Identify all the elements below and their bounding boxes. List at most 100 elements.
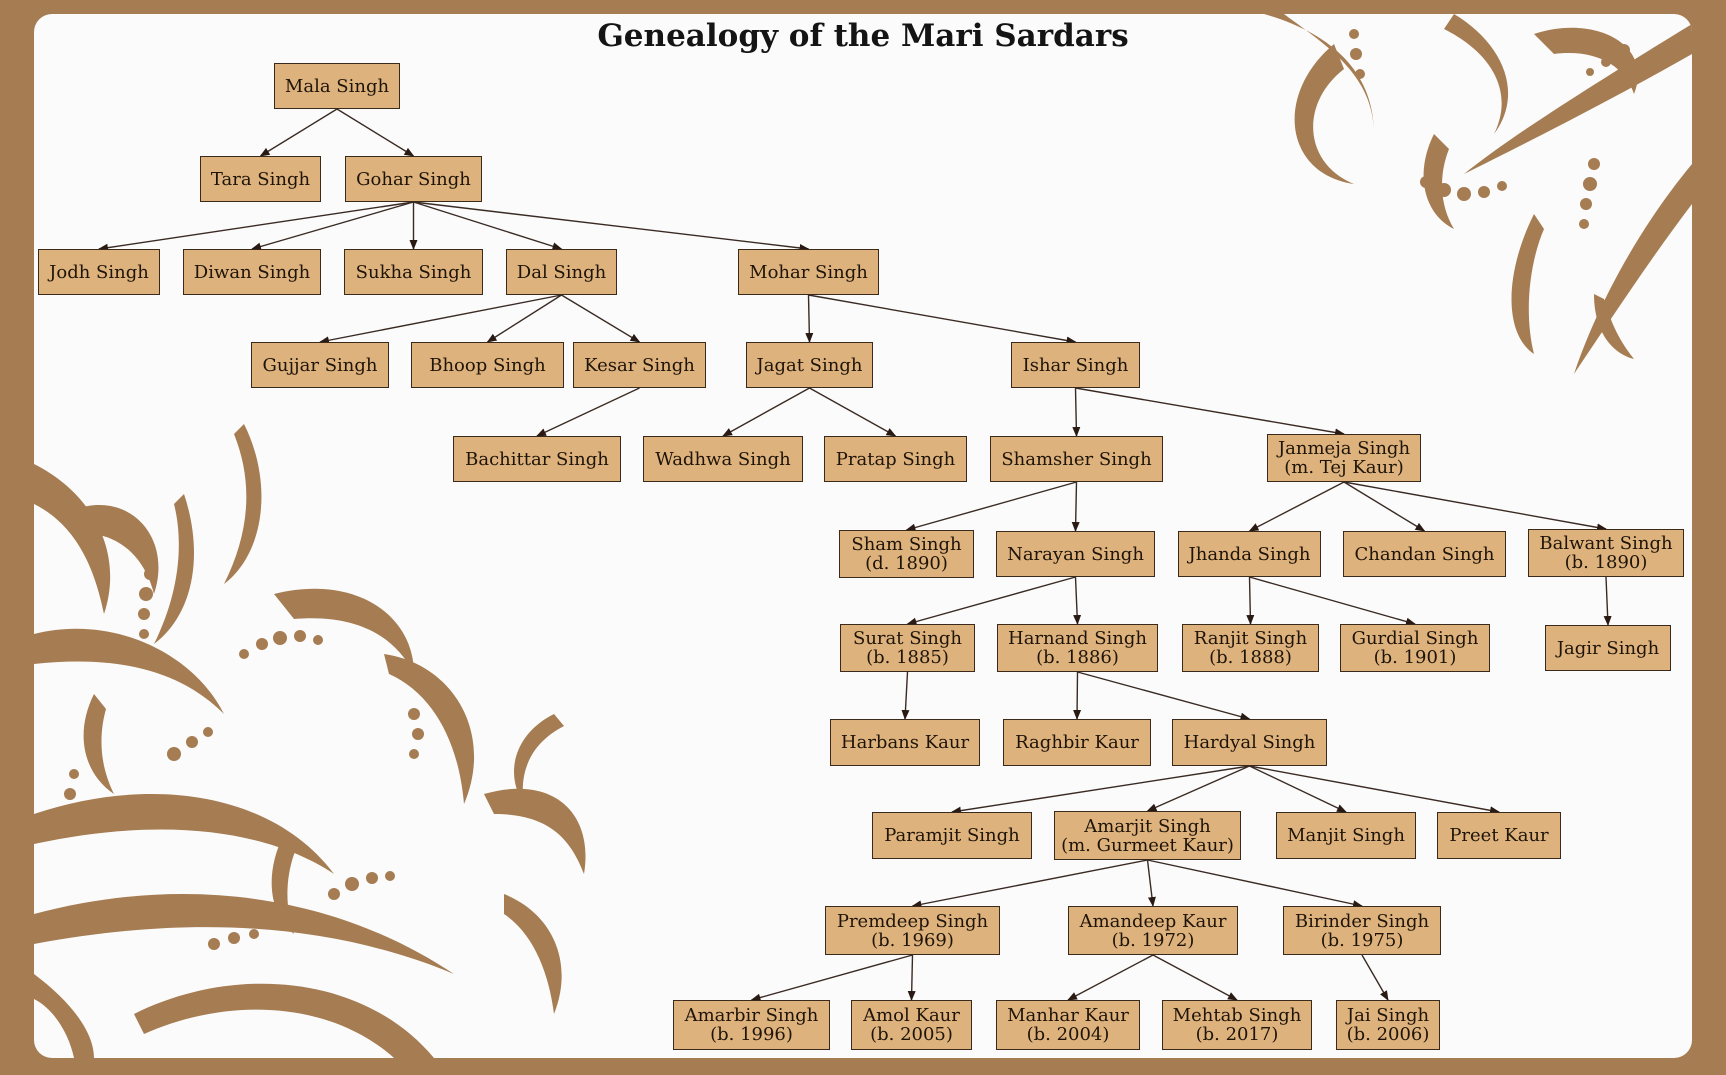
person-node-jai: Jai Singh(b. 2006): [1336, 1000, 1440, 1050]
person-name: Birinder Singh: [1294, 910, 1430, 932]
person-detail: (b. 1975): [1320, 929, 1404, 951]
person-node-gurdial: Gurdial Singh(b. 1901): [1340, 624, 1490, 672]
person-name: Shamsher Singh: [1001, 448, 1152, 470]
person-name: Manhar Kaur: [1007, 1005, 1129, 1026]
person-detail: (b. 1885): [866, 647, 949, 668]
person-node-surat: Surat Singh(b. 1885): [840, 624, 975, 672]
person-detail: (b. 1890): [1564, 552, 1648, 573]
person-name: Amarjit Singh: [1084, 815, 1211, 837]
person-detail: (b. 1969): [871, 929, 954, 951]
person-node-kesar: Kesar Singh: [573, 342, 706, 388]
person-node-preet: Preet Kaur: [1437, 812, 1561, 859]
person-name: Jagir Singh: [1556, 637, 1660, 659]
person-node-paramjit: Paramjit Singh: [872, 812, 1032, 859]
edge-balwant-to-jagir: [1603, 576, 1612, 626]
edge-jagat-to-pratap: [809, 387, 897, 437]
person-name: Janmeja Singh: [1277, 438, 1411, 459]
connector-lines: [98, 108, 1612, 1002]
edge-amandeep-to-mehtab: [1152, 954, 1238, 1001]
edge-ishar-to-janmeja: [1075, 387, 1345, 437]
person-name: Mala Singh: [284, 75, 390, 97]
person-detail: (b. 1901): [1373, 647, 1457, 668]
edge-mohar-to-jagat: [805, 294, 814, 343]
edge-harnand-to-raghbir: [1073, 671, 1082, 720]
edge-birinder-to-jai: [1361, 954, 1389, 1001]
person-name: Jagat Singh: [756, 354, 863, 376]
person-detail: (m. Gurmeet Kaur): [1061, 834, 1234, 856]
person-name: Narayan Singh: [1007, 543, 1144, 565]
edge-hardyal-to-amarjit: [1146, 765, 1250, 812]
person-name: Amarbir Singh: [684, 1005, 819, 1026]
person-node-shamsher: Shamsher Singh: [990, 436, 1163, 482]
edge-mala-to-gohar: [336, 108, 415, 157]
person-name: Harnand Singh: [1008, 628, 1147, 649]
person-detail: (b. 2006): [1346, 1024, 1430, 1045]
edge-premdeep-to-amol: [907, 954, 916, 1001]
person-name: Chandan Singh: [1354, 543, 1495, 565]
person-name: Bachittar Singh: [465, 448, 609, 470]
person-name: Ishar Singh: [1022, 354, 1129, 376]
person-node-jagir: Jagir Singh: [1545, 625, 1671, 671]
person-name: Paramjit Singh: [884, 825, 1020, 846]
person-name: Jai Singh: [1346, 1005, 1430, 1026]
edge-harnand-to-hardyal: [1077, 671, 1251, 721]
edge-ishar-to-shamsher: [1072, 387, 1081, 437]
person-node-ishar: Ishar Singh: [1011, 342, 1140, 388]
person-node-bhoop: Bhoop Singh: [411, 342, 564, 388]
floral-ornament: [34, 14, 1692, 1058]
person-name: Surat Singh: [852, 628, 962, 649]
person-node-gohar: Gohar Singh: [345, 156, 482, 202]
diagram-title: Genealogy of the Mari Sardars: [597, 18, 1129, 54]
person-name: Bhoop Singh: [429, 354, 546, 376]
edge-kesar-to-bachittar: [536, 387, 640, 437]
person-name: Balwant Singh: [1539, 533, 1673, 554]
edge-hardyal-to-paramjit: [951, 765, 1250, 815]
person-node-jagat: Jagat Singh: [746, 342, 873, 388]
person-name: Mehtab Singh: [1172, 1005, 1302, 1026]
person-node-mehtab: Mehtab Singh(b. 2017): [1162, 1000, 1312, 1050]
person-node-dal: Dal Singh: [506, 249, 617, 295]
edge-mohar-to-ishar: [808, 294, 1077, 345]
edge-dal-to-kesar: [561, 294, 641, 343]
edge-jagat-to-wadhwa: [722, 387, 810, 437]
person-detail: (b. 2017): [1195, 1024, 1279, 1045]
person-name: Gohar Singh: [356, 168, 471, 190]
person-name: Ranjit Singh: [1193, 628, 1308, 649]
person-detail: (b. 2005): [870, 1024, 953, 1045]
person-name: Hardyal Singh: [1183, 732, 1316, 753]
person-node-wadhwa: Wadhwa Singh: [643, 436, 803, 482]
person-name: Raghbir Kaur: [1015, 732, 1139, 753]
person-name: Premdeep Singh: [836, 910, 989, 932]
person-node-mohar: Mohar Singh: [738, 249, 879, 295]
edge-gohar-to-mohar: [413, 201, 810, 252]
edge-dal-to-gujjar: [319, 294, 562, 345]
person-name: Dal Singh: [516, 261, 607, 283]
person-name: Wadhwa Singh: [655, 448, 791, 470]
edge-shamsher-to-sham: [905, 481, 1077, 532]
person-node-mala: Mala Singh: [274, 63, 400, 109]
person-node-bachittar: Bachittar Singh: [453, 436, 621, 482]
edge-shamsher-to-narayan: [1071, 481, 1080, 532]
person-node-sham: Sham Singh(d. 1890): [839, 530, 974, 578]
person-node-jhanda: Jhanda Singh: [1178, 531, 1321, 577]
person-detail: (m. Tej Kaur): [1284, 457, 1404, 478]
edge-mala-to-tara: [259, 108, 338, 157]
person-name: Sham Singh: [851, 534, 962, 555]
person-node-pratap: Pratap Singh: [824, 436, 967, 482]
edge-janmeja-to-jhanda: [1248, 481, 1345, 532]
person-node-janmeja: Janmeja Singh(m. Tej Kaur): [1267, 434, 1421, 482]
edge-amandeep-to-manhar: [1067, 954, 1154, 1001]
person-node-amol: Amol Kaur(b. 2005): [851, 1000, 972, 1050]
person-detail: (d. 1890): [865, 553, 948, 574]
person-detail: (b. 1886): [1036, 647, 1119, 668]
edge-jhanda-to-gurdial: [1249, 576, 1416, 626]
person-name: Gurdial Singh: [1351, 628, 1479, 649]
person-name: Sukha Singh: [355, 261, 472, 283]
person-name: Harbans Kaur: [840, 732, 970, 753]
person-name: Jodh Singh: [49, 261, 149, 283]
person-name: Preet Kaur: [1449, 825, 1549, 846]
person-name: Jhanda Singh: [1188, 543, 1311, 565]
person-node-diwan: Diwan Singh: [183, 249, 321, 295]
edge-dal-to-bhoop: [486, 294, 562, 343]
edge-janmeja-to-balwant: [1343, 481, 1607, 532]
